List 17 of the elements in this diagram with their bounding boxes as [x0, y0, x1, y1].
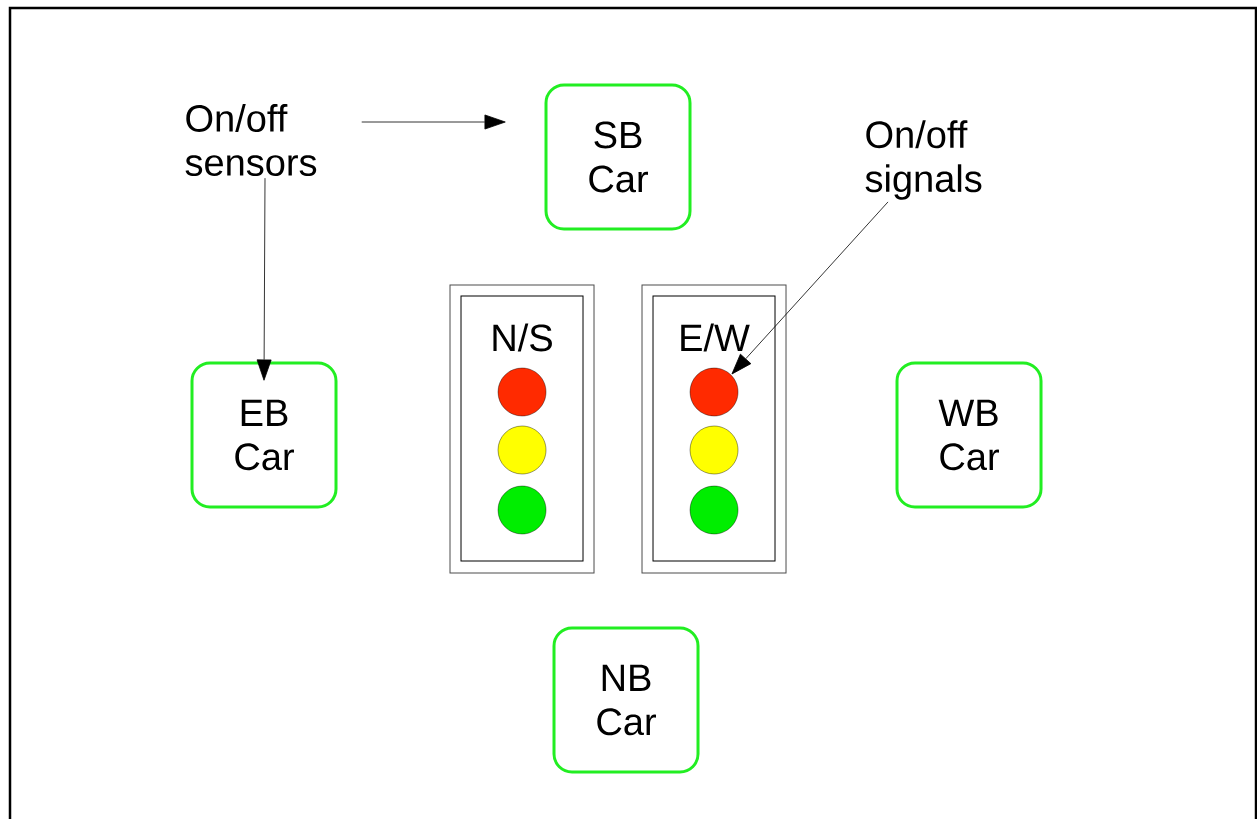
car-box: WB Car: [895, 361, 1043, 509]
annotation-text: On/off signals: [865, 120, 982, 200]
signal-lamp: [497, 367, 547, 417]
signal-lamp: [689, 485, 739, 535]
signal-lamp: [497, 485, 547, 535]
traffic-light-housing: N/S: [449, 284, 595, 574]
signal-lamp: [497, 425, 547, 475]
annotation-text: On/off sensors: [185, 104, 317, 176]
signal-lamp: [689, 367, 739, 417]
arrow: [256, 177, 272, 381]
traffic-light-housing: E/W: [641, 284, 787, 574]
car-box: NB Car: [552, 626, 700, 774]
car-box: EB Car: [190, 361, 338, 509]
arrow: [731, 201, 889, 375]
signal-lamp: [689, 425, 739, 475]
arrow: [361, 114, 506, 130]
car-box: SB Car: [544, 83, 692, 231]
